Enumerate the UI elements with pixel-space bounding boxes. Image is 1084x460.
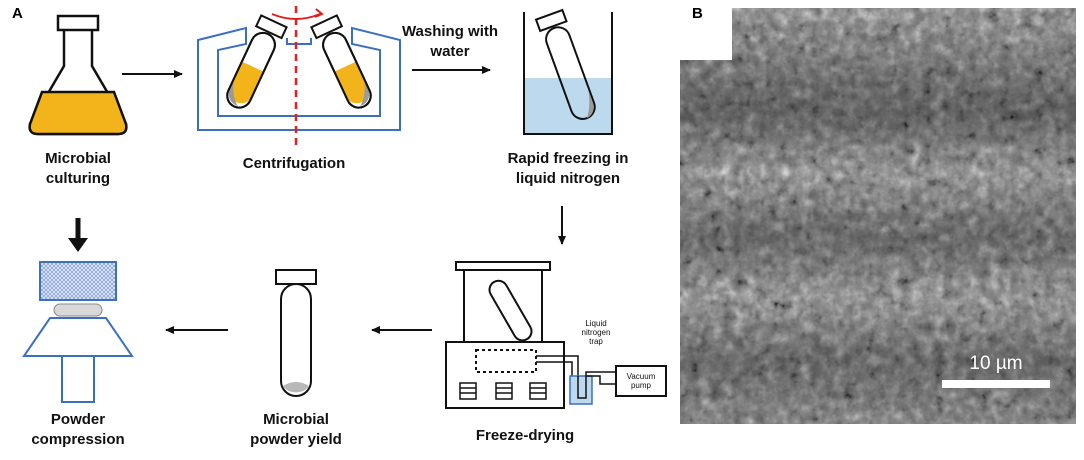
step-freeze-drying-label: Freeze-drying [476, 427, 574, 444]
freeze-dryer-icon [445, 261, 667, 409]
panel-label-a: A [12, 5, 23, 22]
scale-bar-label: 10 µm [969, 353, 1022, 374]
culture-flask-icon [28, 14, 128, 136]
freezing-beaker-icon [523, 8, 613, 135]
scale-bar [942, 380, 1050, 388]
centrifuge-icon [197, 6, 401, 146]
step-centrifugation-label: Centrifugation [243, 155, 346, 172]
compression-press-icon [22, 218, 134, 403]
sem-micrograph [680, 8, 1076, 424]
panel-label-b: B [692, 5, 703, 22]
powder-tube-icon [275, 269, 317, 397]
